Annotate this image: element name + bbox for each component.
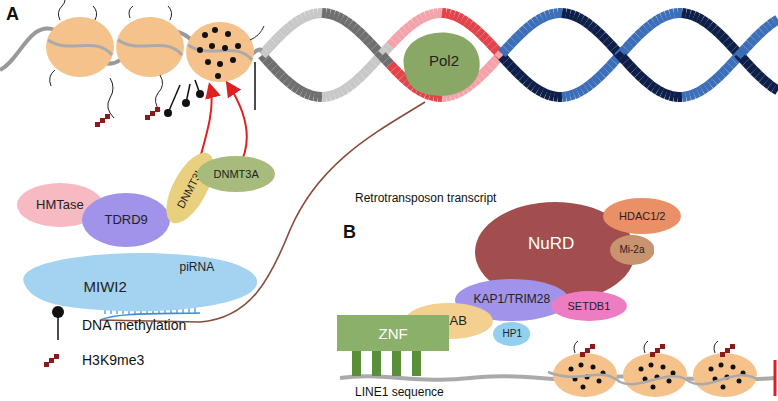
protein-label: TDRD9 — [105, 213, 148, 228]
protein-shape: DNMT3A — [197, 156, 275, 192]
protein-label: HMTase — [36, 198, 84, 213]
legend-text: DNA methylation — [82, 317, 186, 333]
protein-label: Pol2 — [429, 52, 459, 69]
protein-label: HDAC1/2 — [619, 210, 665, 223]
protein-label: piRNA — [180, 261, 215, 275]
protein-shape: ZNF — [337, 315, 449, 351]
protein-shape: Mi-2a — [610, 235, 655, 265]
panel-letter: B — [343, 222, 356, 243]
protein-shape: TDRD9 — [82, 193, 170, 247]
panel-letter: A — [6, 4, 19, 25]
protein-label: DNMT3A — [214, 168, 259, 181]
annotation: LINE1 sequence — [355, 386, 444, 400]
legend-text: H3K9me3 — [82, 352, 144, 368]
protein-shape: Pol2 — [397, 27, 483, 101]
protein-shape: MIWI2 piRNA — [3, 248, 267, 316]
protein-shape: HDAC1/2 — [603, 198, 681, 234]
shape-outline — [3, 248, 267, 316]
protein-label: SETDB1 — [568, 300, 611, 313]
protein-label: ZNF — [379, 325, 408, 342]
annotation: Retrotransposon transcript — [355, 192, 496, 206]
protein-label: MIWI2 — [84, 278, 127, 295]
protein-label: NuRD — [528, 234, 574, 254]
protein-shape: SETDB1 — [551, 291, 627, 321]
protein-shape: HP1 — [493, 322, 530, 346]
protein-label: HP1 — [502, 328, 521, 340]
protein-label: Mi-2a — [619, 244, 644, 256]
protein-label: KAP1/TRIM28 — [474, 293, 551, 307]
